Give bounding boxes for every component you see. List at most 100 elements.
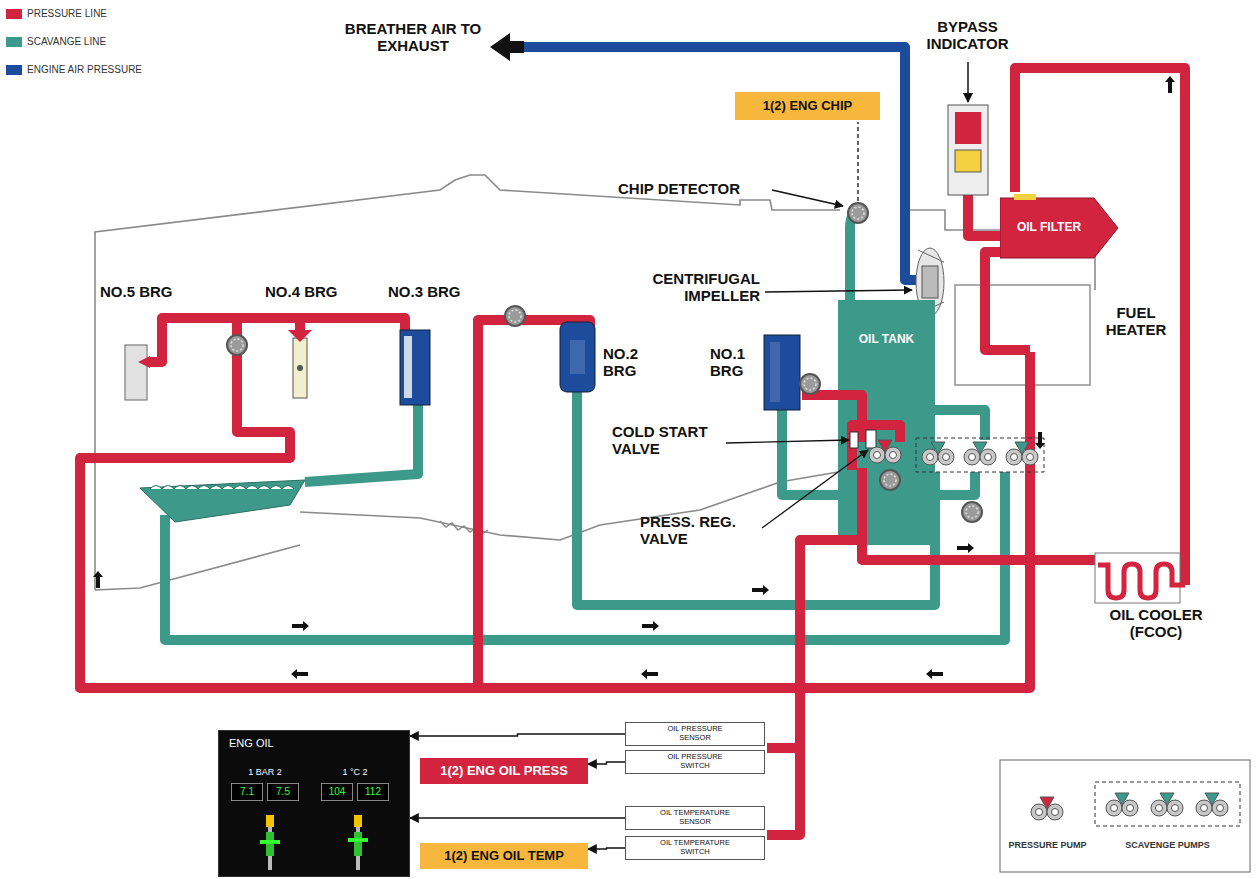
engine-outline: [300, 472, 838, 540]
pumps: [922, 442, 954, 465]
breather-line: [522, 47, 916, 280]
breather-line: [490, 33, 916, 280]
bearings: [288, 330, 312, 342]
oil-cooler: [1098, 564, 1185, 598]
scavenge-sump: [150, 486, 294, 490]
legend-text: ENGINE AIR PRESSURE: [27, 64, 142, 75]
scavenge-line: [935, 410, 985, 440]
scavenge-line: [782, 410, 975, 495]
leader-lines: [762, 450, 868, 528]
part-label: PRESS. REG. VALVE: [640, 513, 758, 548]
signal-arrow: [410, 817, 625, 818]
pressure-line: [767, 743, 800, 753]
tank-body: [838, 380, 935, 545]
part-label: COLD START VALVE: [612, 423, 724, 458]
ecam-display: ENG OIL1 BAR 21 °C 27.17.5104112: [218, 730, 410, 877]
legend-entry: SCAVANGE LINE: [6, 36, 106, 47]
part-label: OIL COOLER (FCOC): [1098, 606, 1214, 641]
flow-arrows: [93, 76, 1175, 679]
scavenge-line: [165, 213, 1005, 640]
pressure-line: [80, 68, 1185, 835]
node-text: 7.5: [276, 786, 290, 798]
bearings: [293, 338, 307, 398]
bypass-indicator: [955, 150, 981, 172]
ecam-screen: [218, 730, 410, 877]
signal-arrow: [588, 848, 625, 849]
legend-entry: PRESSURE PUMP: [1005, 840, 1090, 850]
engine-outline: [95, 175, 1095, 590]
pump-key: [1000, 760, 1250, 872]
pressure-line: [150, 318, 405, 362]
pumps: [964, 442, 996, 465]
legend-entry: SCAVENGE PUMPS: [1100, 840, 1235, 850]
ecam-screen: [354, 815, 362, 827]
node-text: OIL TEMPERATURE SENSOR: [658, 809, 732, 826]
value-box: 7.1: [231, 783, 263, 801]
pressure-line: [862, 468, 1098, 560]
sensor-box: OIL PRESSURE SENSOR: [625, 722, 765, 746]
node-text: 104: [329, 786, 346, 798]
scavenge-sump: [140, 480, 305, 522]
ecam-screen: [266, 815, 274, 827]
flow-arrows: [641, 669, 658, 679]
pumps: [1006, 442, 1038, 465]
alert-box: 1(2) ENG CHIP: [735, 92, 880, 120]
bypass-indicator: [967, 62, 969, 102]
bearings: [570, 340, 585, 374]
sensor-box: OIL TEMPERATURE SWITCH: [625, 836, 765, 860]
signal-arrow: [588, 762, 625, 764]
engine-outline: [955, 285, 1090, 385]
flow-arrows: [752, 585, 769, 595]
oil-cooler: [1095, 553, 1185, 603]
sensor-box: OIL TEMPERATURE SENSOR: [625, 806, 765, 830]
leader-lines: [772, 190, 843, 206]
bearings: [560, 322, 595, 392]
bypass-indicator: [948, 62, 988, 195]
pumps: [869, 438, 1044, 472]
oil-tank: OIL TANK: [838, 300, 935, 380]
pressure-line: [767, 540, 862, 835]
bearings: [125, 322, 800, 410]
filter-shape: [1014, 194, 1036, 200]
filter-shape: [1000, 198, 1118, 258]
centrifugal-impeller: [922, 266, 938, 298]
strainers: [227, 203, 982, 522]
engine-outline: [95, 545, 300, 590]
node-text: OIL PRESSURE SWITCH: [658, 753, 732, 770]
legend-text: SCAVANGE LINE: [27, 36, 106, 47]
value-box: 112: [357, 783, 389, 801]
pumps: [916, 438, 1044, 472]
node-text: OIL FILTER: [1017, 221, 1081, 235]
part-label: NO.3 BRG: [388, 283, 473, 300]
leader-lines: [726, 440, 849, 443]
ecam-screen: [354, 832, 362, 856]
scavenge-line: [850, 213, 858, 300]
value-box: 7.5: [267, 783, 299, 801]
pump-key: [1031, 797, 1063, 820]
ecam-screen: [260, 840, 280, 844]
node-text: 1 °C 2: [321, 767, 389, 777]
pressure-line: [968, 195, 1000, 236]
bypass-indicator: [955, 112, 981, 144]
node-text: 7.1: [240, 786, 254, 798]
part-label: CHIP DETECTOR: [618, 180, 770, 197]
flow-arrows: [291, 669, 308, 679]
tank-body: [838, 380, 935, 545]
legend-entry: ENGINE AIR PRESSURE: [6, 64, 142, 75]
bearings: [404, 336, 412, 398]
node-text: OIL TEMPERATURE SWITCH: [658, 839, 732, 856]
legend-text: PRESSURE PUMP: [1008, 840, 1086, 850]
part-label: BREATHER AIR TO EXHAUST: [338, 20, 488, 55]
valves: [850, 430, 876, 448]
node-text: OIL TANK: [859, 333, 915, 347]
strainers: [848, 203, 868, 223]
part-label: NO.1 BRG: [710, 345, 760, 380]
legend-swatch: [6, 37, 22, 47]
flow-arrows: [926, 669, 943, 679]
oil-filter: OIL FILTER: [1000, 192, 1118, 264]
bearings: [125, 345, 147, 400]
pumps: [869, 440, 901, 463]
valves: [866, 430, 876, 448]
sensor-box: OIL PRESSURE SWITCH: [625, 750, 765, 774]
